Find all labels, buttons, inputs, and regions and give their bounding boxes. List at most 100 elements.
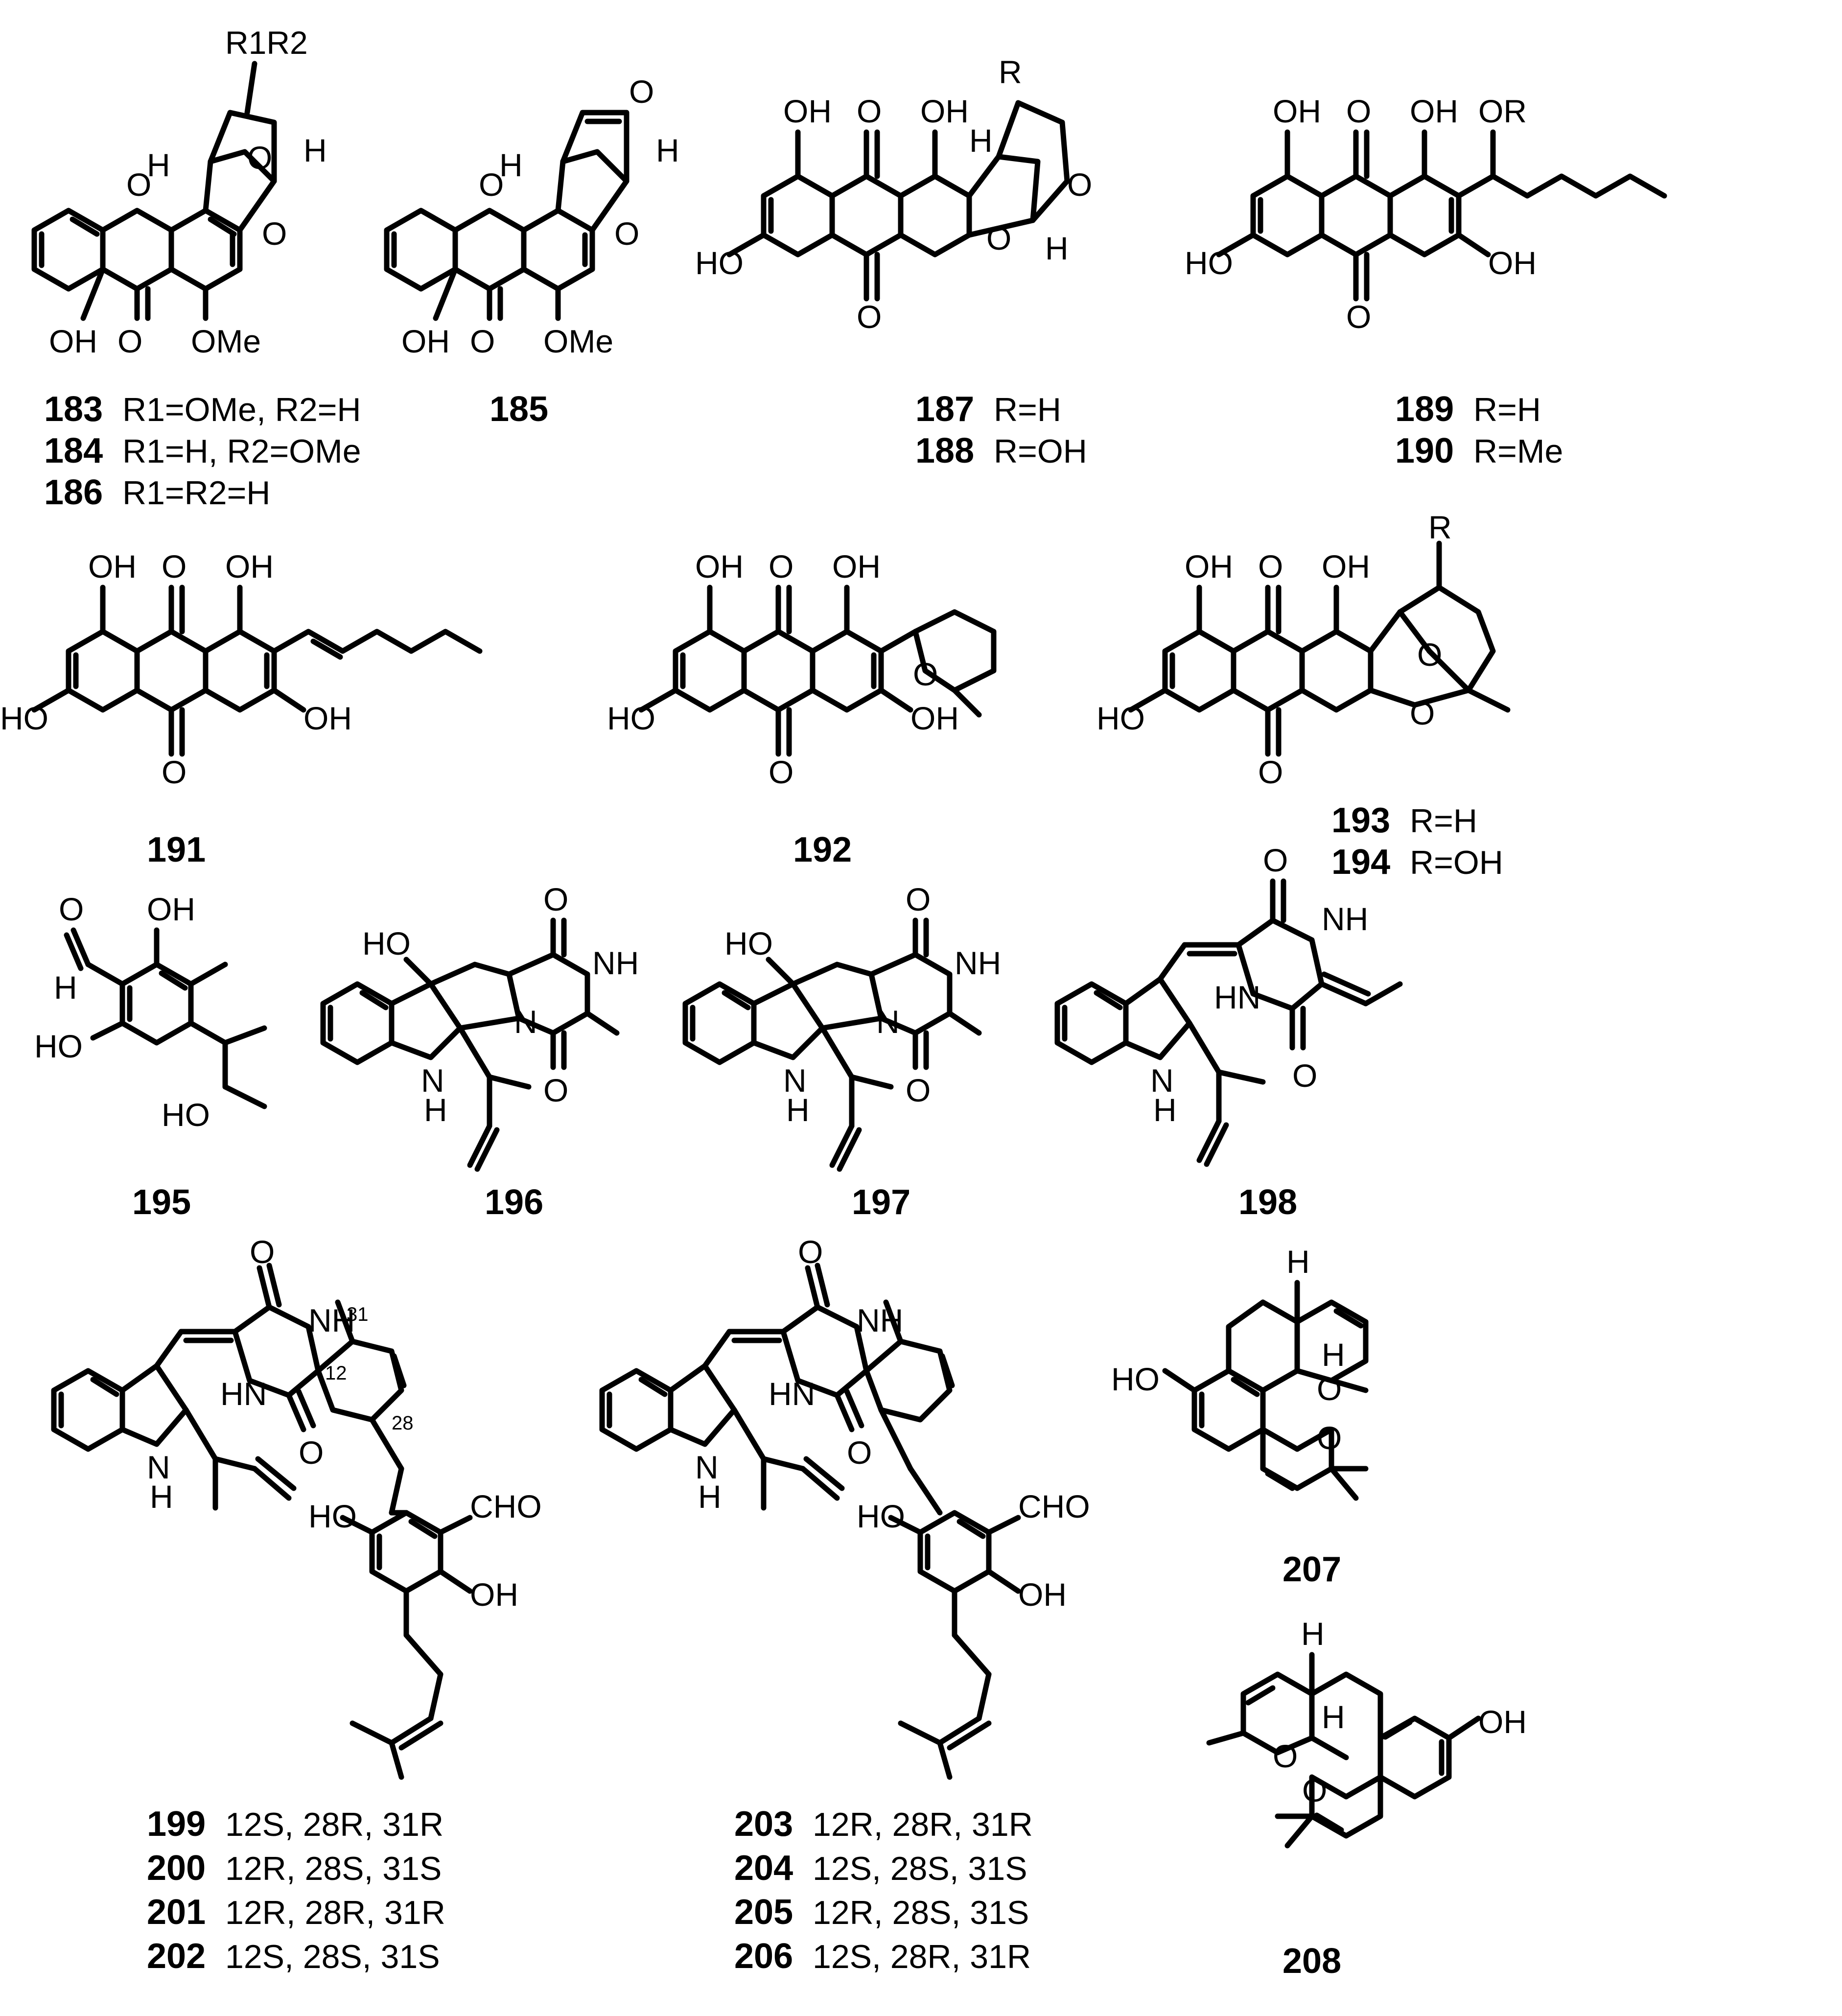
atom-n: N [783,1062,807,1099]
atom-ho: HO [695,245,744,281]
atom-o: O [470,323,495,359]
compound-config: 12R, 28S, 31S [813,1894,1029,1931]
atom-oh: OH [783,93,832,129]
atom-ho: HO [1111,1361,1160,1397]
atom-h: H [1301,1616,1325,1652]
atom-o: O [1317,1420,1342,1456]
structure-199: O O NH HN N H HO CHO OH 31 12 28 199 12S… [51,1234,542,1976]
atom-h: H [1322,1336,1345,1373]
atom-o: O [117,323,142,359]
atom-o: O [906,1072,931,1108]
compound-substituent: R=OH [1410,844,1503,881]
compound-number: 201 [147,1893,206,1932]
compound-number: 199 [147,1805,206,1844]
atom-cho: CHO [1018,1488,1090,1524]
atom-ho: HO [0,700,48,736]
atom-o: O [1258,548,1283,585]
structure-196: HO O O NH N N H 196 [320,881,639,1222]
compound-number: 192 [793,830,852,869]
structure-197: HO O O NH N N H 197 [682,881,1001,1222]
atom-oh: OH [88,548,137,585]
atom-o: O [1273,1738,1298,1774]
atom-n: N [514,1004,537,1040]
atom-oh: OH [401,323,450,359]
atom-h: H [303,132,327,168]
compound-number: 203 [734,1805,793,1844]
atom-o: O [906,881,931,917]
compound-substituent: R1=OMe, R2=H [122,391,361,428]
compound-number: 187 [915,390,974,429]
structure-185: OH O OMe O O O H H 185 [384,73,679,429]
atom-h: H [54,969,77,1006]
compound-number: 190 [1395,431,1454,470]
atom-ho: HO [308,1498,357,1534]
atom-o: O [1317,1371,1342,1407]
compound-config: 12S, 28R, 31R [225,1806,443,1843]
compound-config: 12S, 28S, 31S [813,1850,1027,1887]
locant-28: 28 [392,1412,414,1434]
atom-nh: NH [955,945,1001,981]
compound-number: 194 [1331,843,1390,882]
atom-ho: HO [34,1028,83,1064]
atom-o: O [1346,299,1371,335]
atom-ho: HO [724,925,773,961]
atom-oh: OH [1322,548,1370,585]
compound-substituent: R1=R2=H [122,474,270,512]
atom-n: N [876,1004,900,1040]
atom-oh: OH [1018,1576,1067,1613]
atom-o: O [250,1234,275,1270]
atom-ho: HO [162,1097,210,1133]
atom-oh: OH [1273,93,1321,129]
atom-oh: OH [920,93,969,129]
atom-h: H [147,147,170,183]
atom-o: O [479,166,504,203]
atom-r: R [1428,509,1452,545]
compound-number: 207 [1282,1550,1341,1589]
compound-number: 193 [1331,801,1390,840]
structure-195: O H OH HO HO 195 [34,891,267,1222]
atom-oh: OH [1488,245,1537,281]
structure-208: OH O O H H 208 [1206,1616,1527,1981]
compound-number: 206 [734,1937,793,1976]
atom-o: O [857,299,882,335]
atom-o: O [1263,842,1288,878]
atom-o: O [986,220,1011,257]
atom-h: H [150,1478,173,1515]
atom-h: H [698,1478,722,1515]
atom-h: H [786,1092,810,1128]
compound-number: 196 [485,1183,543,1222]
atom-oh: OH [1410,93,1458,129]
atom-o: O [1302,1772,1327,1808]
structure-207: HO O O H H 207 [1111,1243,1369,1589]
atom-o: O [847,1434,872,1471]
atom-o: O [543,881,568,917]
atom-o: O [543,1072,568,1108]
compound-number: 191 [147,830,206,869]
atom-ho: HO [362,925,411,961]
atom-oh: OH [832,548,881,585]
atom-o: O [126,166,151,203]
atom-or: OR [1478,93,1527,129]
atom-ho: HO [607,700,655,736]
atom-oh: OH [225,548,274,585]
atom-h: H [1322,1699,1345,1735]
atom-ho: HO [857,1498,905,1534]
compound-number: 198 [1238,1183,1297,1222]
atom-nh: NH [857,1302,903,1338]
compound-number: 202 [147,1937,206,1976]
compound-number: 189 [1395,390,1454,429]
atom-oh: OH [695,548,744,585]
compound-number: 195 [132,1183,191,1222]
structure-203: O O NH HN N H HO CHO OH 203 12R, 28R, 31… [599,1234,1090,1976]
structure-198: O O NH HN N H 198 [1054,842,1403,1222]
atom-oh: OH [1478,1704,1527,1740]
atom-o: O [1410,695,1435,731]
compound-number: 188 [915,431,974,470]
compound-substituent: R1=H, R2=OMe [122,433,361,470]
locant-31: 31 [347,1304,369,1325]
atom-hn: HN [1214,979,1260,1015]
atom-n: N [1150,1062,1174,1099]
atom-r: R [999,54,1022,90]
